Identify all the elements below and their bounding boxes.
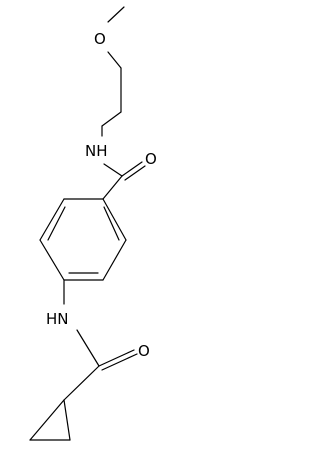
ring-bond-2 bbox=[102, 239, 127, 281]
ring-bond-5 bbox=[39, 198, 65, 241]
bond-oxygen-c1 bbox=[107, 51, 122, 69]
bond-carbonyl-oxygen-b bbox=[124, 165, 146, 181]
bond-lower-carbonyl-oxygen-b bbox=[101, 353, 138, 371]
amide-oxygen-top-label: O bbox=[145, 150, 157, 168]
amide-oxygen-bottom-label: O bbox=[138, 342, 150, 360]
cyclopropane-bond-1 bbox=[29, 399, 65, 441]
bond-carbonyl-oxygen-a bbox=[121, 161, 143, 177]
amide-nh-top-label: NH bbox=[85, 142, 108, 160]
cyclopropane-bond-3 bbox=[63, 399, 71, 441]
ring-bond-4 bbox=[39, 239, 65, 281]
structure-svg: O NH O HN O bbox=[29, 6, 157, 441]
amide-nh-bottom-label: HN bbox=[46, 310, 69, 328]
bond-methyl-oxygen bbox=[107, 6, 125, 23]
ring-double-inner-1 bbox=[103, 206, 120, 241]
bond-lower-carbonyl-oxygen-a bbox=[98, 349, 135, 367]
ring-double-inner-3 bbox=[47, 206, 66, 241]
ring-bond-1 bbox=[102, 198, 127, 241]
bond-nh-carbonyl bbox=[103, 163, 123, 177]
bond-nh-carbonyl-lower bbox=[76, 329, 100, 367]
ether-oxygen-label: O bbox=[94, 30, 106, 48]
bond-carbonyl-cyclopropyl bbox=[63, 365, 100, 401]
molecule-diagram: O NH O HN O bbox=[29, 6, 157, 441]
bond-carbonyl-ring bbox=[102, 175, 123, 200]
bond-c2-c3 bbox=[101, 111, 122, 127]
